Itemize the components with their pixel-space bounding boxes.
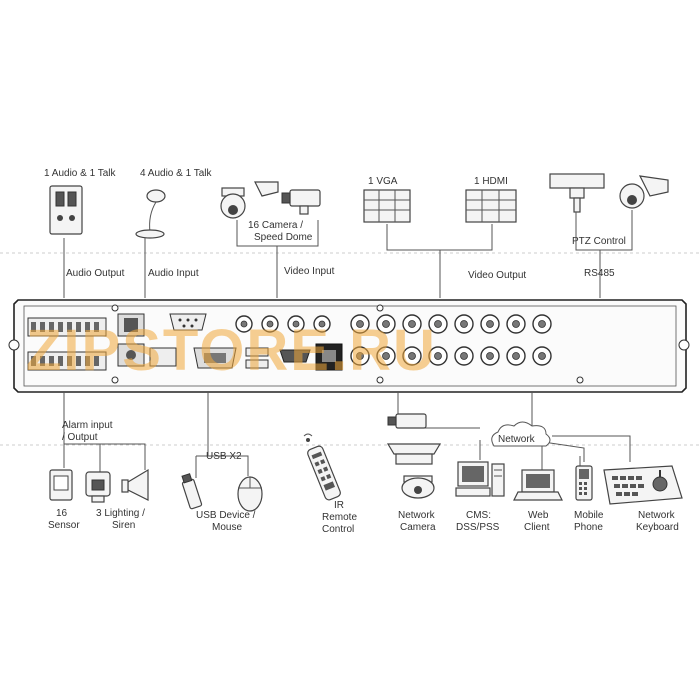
usb-device-label-1: USB Device / bbox=[196, 510, 256, 521]
box-camera-icon bbox=[281, 189, 321, 215]
vga-port bbox=[193, 347, 237, 369]
video-input-label: Video Input bbox=[284, 266, 335, 277]
audio-talk-1-label: 1 Audio & 1 Talk bbox=[44, 168, 117, 179]
mobile-phone-icon bbox=[575, 456, 593, 501]
sensor-label-2: Sensor bbox=[48, 520, 80, 531]
network-keyboard-icon bbox=[603, 465, 683, 505]
watermark: ZIPSTORE.RU bbox=[26, 318, 437, 383]
alarm-label-1: Alarm input bbox=[62, 420, 113, 431]
mouse-icon bbox=[237, 476, 263, 512]
cms-computer-icon bbox=[455, 461, 505, 497]
vga-label: 1 VGA bbox=[368, 176, 398, 187]
network-port bbox=[315, 343, 343, 371]
network-keyboard-label-1: Network bbox=[638, 510, 676, 521]
network-camera-label-2: Camera bbox=[400, 522, 436, 533]
web-client-label-2: Client bbox=[524, 522, 550, 533]
video-output-label: Video Output bbox=[468, 270, 526, 281]
alarm-label-2: / Output bbox=[62, 432, 98, 443]
mobile-phone-label-2: Phone bbox=[574, 522, 603, 533]
usb-x2-label: USB X2 bbox=[206, 451, 242, 462]
hdmi-port bbox=[279, 349, 311, 363]
cloud-icon bbox=[491, 421, 551, 447]
ir-label-1: IR bbox=[334, 500, 344, 511]
siren-icon bbox=[85, 468, 149, 503]
rs232-port bbox=[169, 313, 207, 331]
top-connection-lines bbox=[63, 210, 633, 298]
mobile-phone-label-1: Mobile bbox=[574, 510, 604, 521]
cms-label-1: CMS: bbox=[466, 510, 491, 521]
network-camera-label-1: Network bbox=[398, 510, 436, 521]
ptz-camera-icon bbox=[549, 173, 669, 213]
hdmi-label: 1 HDMI bbox=[474, 176, 508, 187]
web-client-label-1: Web bbox=[528, 510, 549, 521]
ir-label-2: Remote bbox=[322, 512, 357, 523]
microphone-icon bbox=[135, 189, 166, 239]
laptop-icon bbox=[513, 469, 563, 501]
vga-monitor-icon bbox=[363, 189, 411, 223]
power-audio-ports bbox=[117, 313, 177, 367]
ptz-label: PTZ Control bbox=[572, 236, 626, 247]
remote-control-icon bbox=[303, 433, 341, 501]
bnc-video-inputs bbox=[235, 314, 552, 366]
speed-dome-icon bbox=[220, 181, 279, 219]
lighting-label-1: 3 Lighting / bbox=[96, 508, 145, 519]
camera-label: 16 Camera / bbox=[248, 220, 303, 231]
speed-dome-label: Speed Dome bbox=[254, 232, 313, 243]
rs485-label: RS485 bbox=[584, 268, 615, 279]
alarm-terminal-block bbox=[27, 317, 107, 371]
network-keyboard-label-2: Keyboard bbox=[636, 522, 679, 533]
audio-input-label: Audio Input bbox=[148, 268, 199, 279]
usb-stick-icon bbox=[181, 473, 203, 510]
ir-label-3: Control bbox=[322, 524, 354, 535]
audio-output-label: Audio Output bbox=[66, 268, 125, 279]
cms-label-2: DSS/PSS bbox=[456, 522, 500, 533]
usb-ports bbox=[245, 347, 269, 369]
intercom-icon bbox=[49, 185, 83, 235]
network-camera-icon bbox=[386, 413, 442, 499]
usb-device-label-2: Mouse bbox=[212, 522, 242, 533]
hdmi-monitor-icon bbox=[465, 189, 517, 223]
sensor-label-1: 16 bbox=[56, 508, 68, 519]
sensor-icon bbox=[49, 469, 73, 501]
audio-talk-4-label: 4 Audio & 1 Talk bbox=[140, 168, 213, 179]
lighting-label-2: Siren bbox=[112, 520, 135, 531]
network-label: Network bbox=[498, 434, 536, 445]
